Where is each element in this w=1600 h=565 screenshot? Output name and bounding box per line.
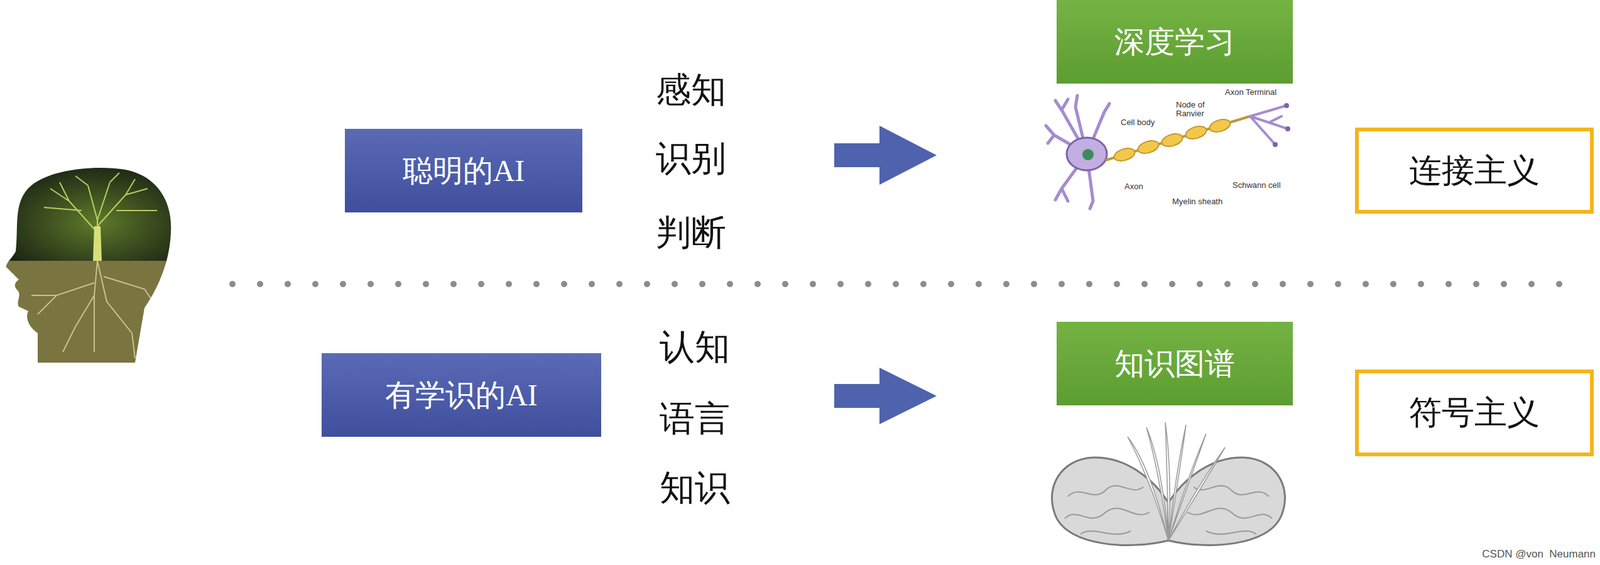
divider-dot [616,280,623,288]
box-text: 符号主义 [1409,390,1540,435]
box-text: 深度学习 [1114,21,1236,63]
divider-dot [229,280,236,288]
divider-dot [1473,280,1480,288]
dotted-divider [229,280,1563,288]
anatomy-label: Cell body [1120,118,1155,127]
divider-dot [782,280,789,288]
divider-dot [643,280,651,288]
divider-dot [505,280,512,288]
divider-dot [395,280,402,288]
anatomy-label: Myelin sheath [1172,197,1223,207]
divider-dot [837,280,844,288]
divider-dot [1196,280,1203,288]
divider-dot [312,280,319,288]
head-illustration [0,163,176,368]
ability-label: 识别 [655,137,727,180]
method-box: 知识图谱 [1056,321,1293,406]
divider-dot [865,280,872,288]
divider-dot [1141,280,1148,288]
anatomy-label: Axon Terminal [1224,87,1277,97]
divider-dot [1003,280,1010,288]
divider-dot [533,280,540,288]
method-box: 深度学习 [1056,0,1293,84]
divider-dot [1224,280,1231,288]
divider-dot [560,280,568,288]
divider-dot [809,280,817,288]
anatomy-label: Schwann cell [1232,180,1281,190]
ability-label: 语言 [659,397,730,440]
divider-dot [1500,280,1508,288]
anatomy-label: Node of Ranvier [1175,100,1213,119]
brain-book-illustration [1052,422,1286,545]
category-box: 聪明的AI [344,128,583,213]
divider-dot [1445,280,1452,288]
ability-label: 感知 [655,69,727,111]
divider-dot [1417,280,1425,288]
divider-dot [1528,280,1535,288]
box-text: 有学识的AI [385,375,538,416]
divider-dot [1307,280,1314,288]
divider-dot [947,280,955,288]
divider-dot [1390,280,1397,288]
divider-dot [699,280,706,288]
divider-dot [1334,280,1342,288]
divider-dot [1113,280,1121,288]
watermark: CSDN @von Neumann [1481,547,1596,561]
category-box: 有学识的AI [321,353,602,437]
school-box: 符号主义 [1355,369,1594,457]
ability-label: 认知 [659,326,730,368]
divider-dot [975,280,982,288]
divider-dot [450,280,457,288]
divider-dot [588,280,595,288]
divider-dot [920,280,927,288]
divider-dot [478,280,485,288]
divider-dot [367,280,374,288]
box-text: 连接主义 [1409,148,1540,193]
divider-dot [1251,280,1259,288]
box-text: 聪明的AI [402,150,526,191]
box-text: 知识图谱 [1114,343,1236,384]
divider-dot [1086,280,1093,288]
ability-label: 判断 [655,211,727,254]
ability-label: 知识 [659,466,730,509]
divider-dot [1169,280,1176,288]
divider-dot [339,280,347,288]
divider-dot [754,280,761,288]
divider-dot [726,280,734,288]
divider-dot [1279,280,1286,288]
divider-dot [284,280,291,288]
neuron-illustration [1045,95,1291,209]
divider-dot [892,280,899,288]
divider-dot [256,280,264,288]
school-box: 连接主义 [1355,127,1594,214]
block-arrow [834,367,937,425]
divider-dot [1030,280,1038,288]
divider-dot [1556,280,1563,288]
block-arrow [834,125,937,185]
divider-dot [671,280,678,288]
divider-dot [1058,280,1065,288]
divider-dot [422,280,430,288]
divider-dot [1362,280,1369,288]
anatomy-label: Axon [1124,182,1144,191]
